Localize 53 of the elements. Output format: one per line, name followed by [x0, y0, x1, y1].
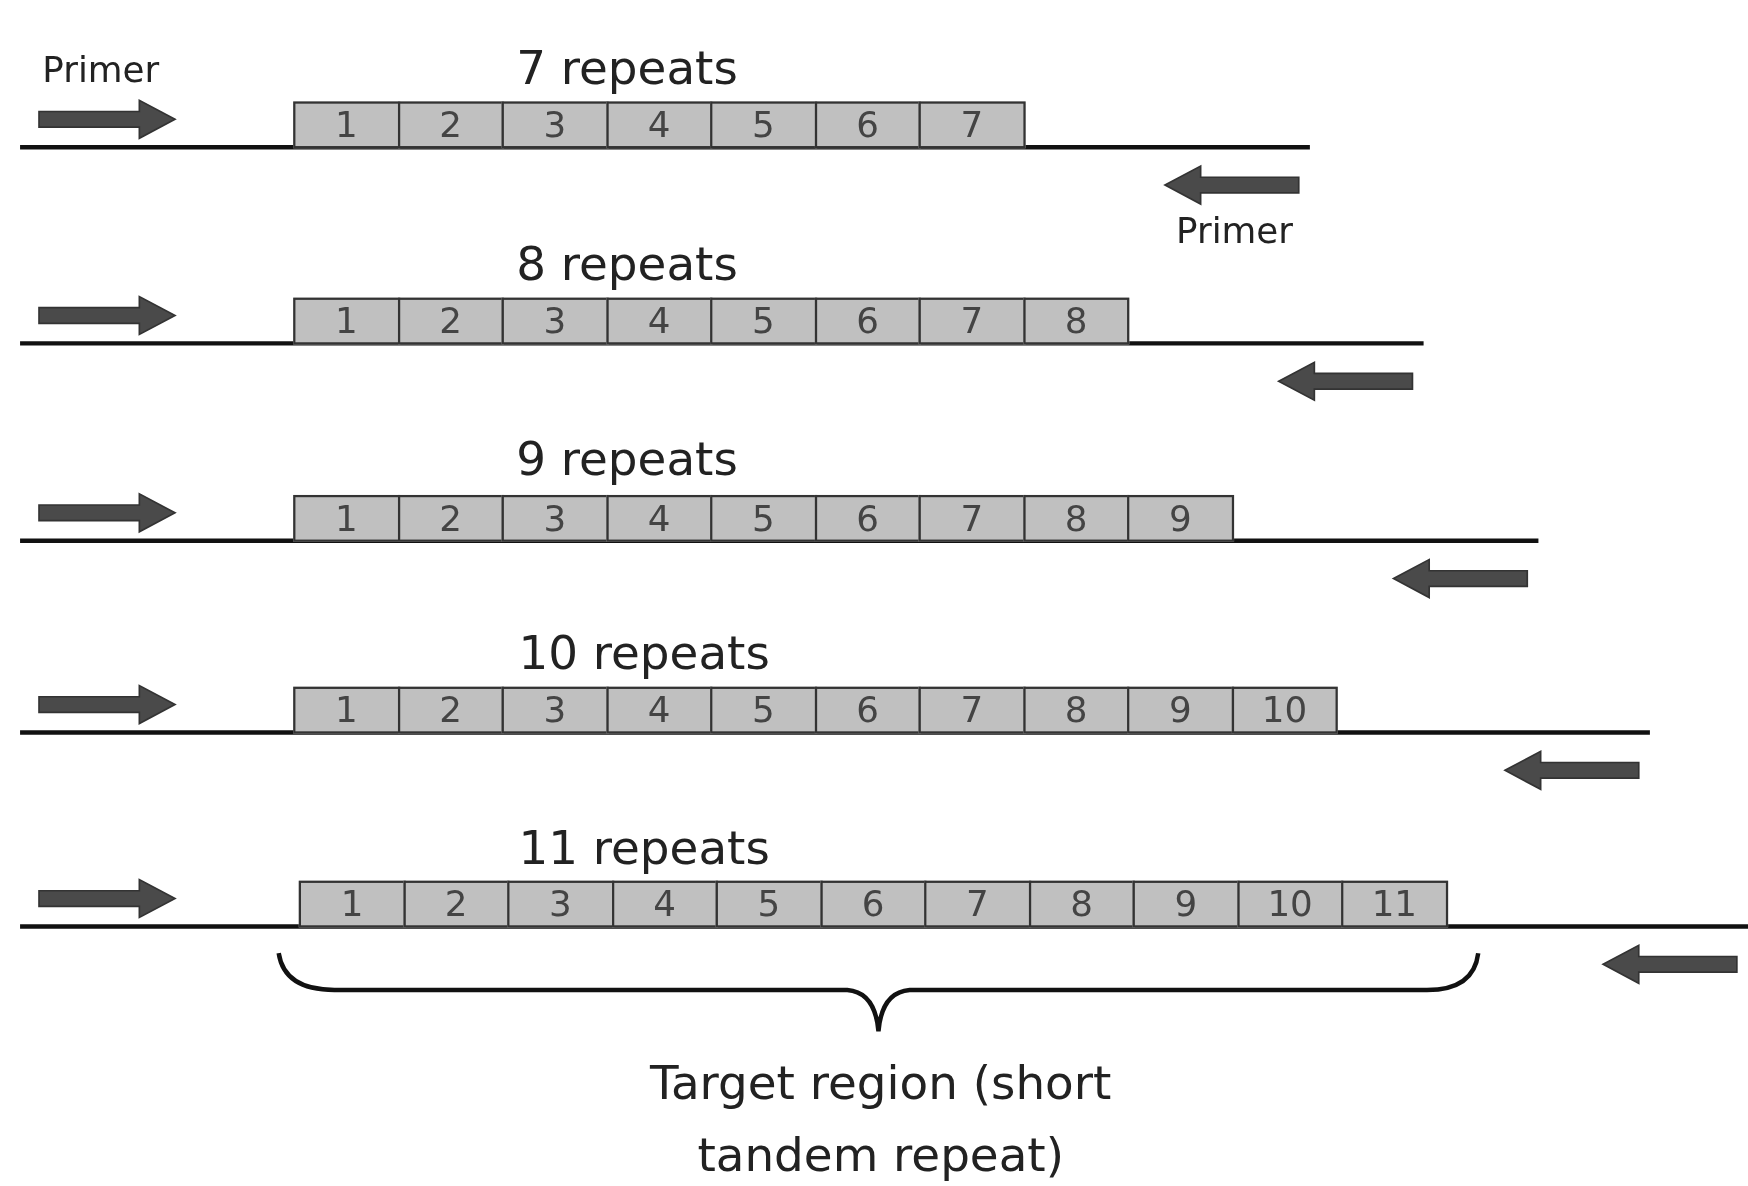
repeat-count-label: 11 repeats — [518, 820, 770, 876]
repeat-unit-box: 11 — [1341, 880, 1448, 928]
repeat-unit-box: 2 — [397, 297, 504, 345]
repeat-unit-box: 6 — [819, 880, 927, 928]
repeat-unit-box: 10 — [1231, 686, 1338, 734]
repeat-unit-box: 7 — [918, 297, 1026, 345]
repeat-unit-box: 6 — [814, 494, 921, 542]
repeat-unit-box: 2 — [397, 101, 504, 149]
repeat-count-label: 7 repeats — [516, 40, 738, 95]
target-region-caption: Target region (short tandem repeat) — [649, 1054, 1113, 1184]
repeat-unit-box: 2 — [403, 880, 510, 928]
repeat-unit-box: 7 — [918, 494, 1026, 542]
repeat-unit-box: 5 — [710, 686, 817, 734]
repeat-unit-box: 3 — [501, 494, 609, 542]
repeat-unit-box: 7 — [918, 101, 1026, 149]
repeat-unit-box: 9 — [1127, 494, 1234, 542]
repeat-unit-box: 8 — [1022, 494, 1130, 542]
repeat-unit-box: 3 — [501, 686, 609, 734]
repeat-unit-box: 4 — [605, 494, 713, 542]
repeat-unit-box: 5 — [710, 494, 817, 542]
repeat-unit-box: 1 — [293, 686, 400, 734]
repeat-unit-box: 3 — [501, 101, 609, 149]
repeat-unit-box: 2 — [397, 494, 504, 542]
repeat-unit-box: 1 — [293, 494, 400, 542]
repeat-unit-box: 4 — [605, 297, 713, 345]
repeat-count-label: 9 repeats — [516, 431, 738, 487]
repeat-unit-box: 5 — [715, 880, 823, 928]
repeat-unit-box: 1 — [293, 297, 400, 345]
repeat-unit-box: 3 — [507, 880, 614, 928]
repeat-unit-box: 3 — [501, 297, 609, 345]
repeat-unit-box: 2 — [397, 686, 504, 734]
primer-label: Primer — [1176, 209, 1293, 252]
repeat-unit-box: 7 — [918, 686, 1026, 734]
repeat-unit-box: 4 — [605, 101, 713, 149]
repeat-unit-box: 4 — [611, 880, 718, 928]
repeat-count-label: 8 repeats — [516, 236, 738, 291]
repeat-unit-box: 6 — [814, 101, 921, 149]
repeat-unit-box: 5 — [710, 101, 817, 149]
repeat-unit-box: 4 — [605, 686, 713, 734]
repeat-unit-box: 6 — [814, 686, 921, 734]
primer-label: Primer — [42, 49, 160, 92]
repeat-unit-box: 8 — [1022, 686, 1130, 734]
repeat-unit-box: 7 — [924, 880, 1031, 928]
repeat-unit-box: 8 — [1022, 297, 1130, 345]
repeat-unit-box: 9 — [1127, 686, 1234, 734]
repeat-unit-box: 1 — [298, 880, 406, 928]
repeat-count-label: 10 repeats — [518, 625, 770, 681]
repeat-unit-box: 1 — [293, 101, 400, 149]
repeat-unit-box: 9 — [1132, 880, 1240, 928]
repeat-unit-box: 10 — [1236, 880, 1344, 928]
repeat-unit-box: 8 — [1028, 880, 1135, 928]
repeat-unit-box: 5 — [710, 297, 817, 345]
repeat-unit-box: 6 — [814, 297, 921, 345]
